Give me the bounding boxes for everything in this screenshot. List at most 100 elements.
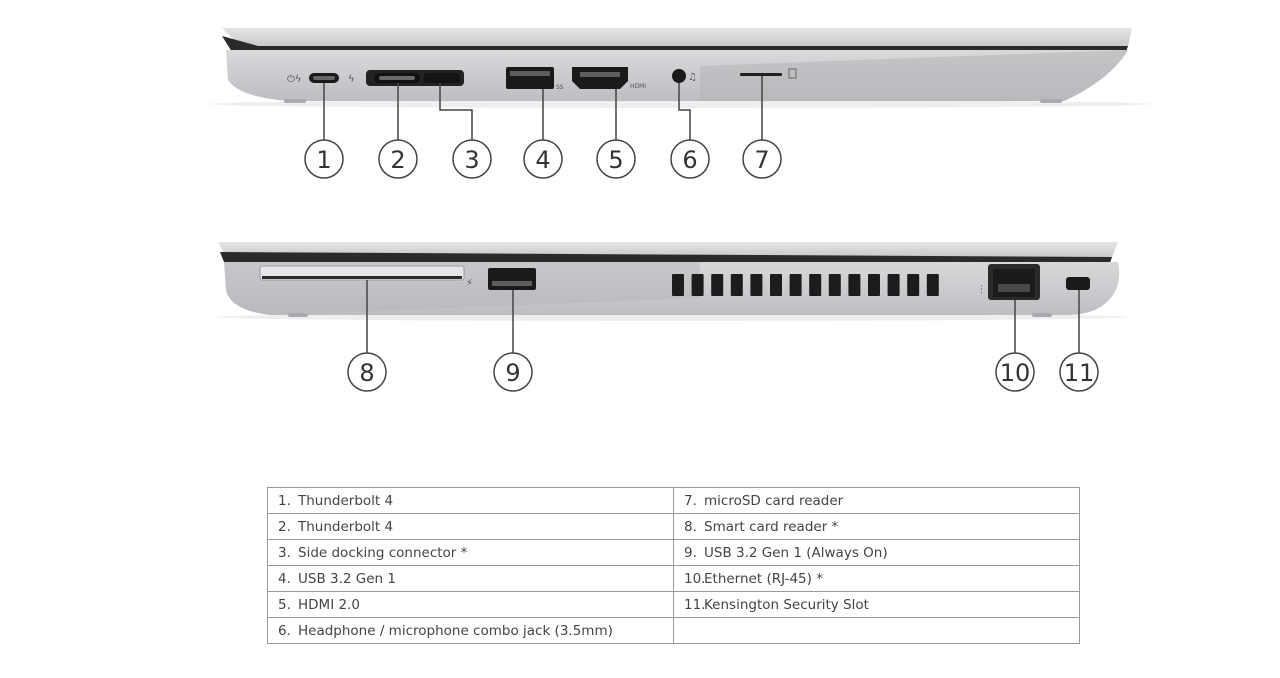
left-side-view: ⏻ϟ ϟ SS HDMI ♫ (210, 28, 1150, 108)
svg-text:7: 7 (754, 146, 769, 174)
table-cell: 4. USB 3.2 Gen 1 (267, 565, 674, 592)
item-label: HDMI 2.0 (298, 596, 360, 613)
vent-slot (926, 274, 939, 296)
item-number: 11. (684, 596, 706, 613)
callout-8: 8 (347, 352, 387, 392)
callout-lines (323, 76, 1080, 353)
right-side-view: ⚡ ⋮ (217, 242, 1127, 321)
side-docking-connector (424, 73, 460, 83)
item-label: Thunderbolt 4 (298, 518, 394, 535)
table-cell: 5. HDMI 2.0 (267, 591, 674, 618)
item-number: 3. (278, 544, 291, 561)
item-label: Headphone / microphone combo jack (3.5mm… (298, 622, 613, 639)
vent-slot (672, 274, 684, 296)
item-label: microSD card reader (704, 492, 844, 509)
hdmi-port: HDMI (572, 67, 646, 90)
vent-slot (868, 274, 880, 296)
callout-2: 2 (378, 139, 418, 179)
item-number: 10. (684, 570, 706, 587)
vent-slot (907, 274, 920, 296)
item-number: 8. (684, 518, 697, 535)
item-label: Thunderbolt 4 (298, 492, 394, 509)
table-row: 5. HDMI 2.0 11.Kensington Security Slot (267, 591, 1080, 618)
svg-text:10: 10 (1000, 359, 1031, 387)
table-row: 6. Headphone / microphone combo jack (3.5… (267, 617, 1080, 644)
vent-slot (887, 274, 900, 296)
item-label: Side docking connector * (298, 544, 468, 561)
laptop-side-views-diagram: ⏻ϟ ϟ SS HDMI ♫ (210, 28, 1150, 392)
network-icon: ⋮ (977, 285, 986, 295)
hdmi-label: HDMI (630, 83, 646, 90)
usb-power-icon: ⚡ (466, 278, 473, 289)
callout-5: 5 (596, 139, 636, 179)
table-cell: 7. microSD card reader (673, 487, 1080, 514)
callout-11: 11 (1059, 352, 1099, 392)
headphone-icon: ♫ (688, 72, 697, 83)
svg-text:1: 1 (316, 146, 331, 174)
vent-slot (730, 274, 743, 296)
usb-c-power-port: ⏻ϟ (287, 73, 339, 85)
table-cell (673, 617, 1080, 644)
item-number: 4. (278, 570, 291, 587)
table-cell: 8. Smart card reader * (673, 513, 1080, 540)
table-cell: 2. Thunderbolt 4 (267, 513, 674, 540)
audio-jack: ♫ (672, 69, 697, 83)
vent-slot (809, 274, 822, 296)
callout-4: 4 (523, 139, 563, 179)
svg-text:5: 5 (608, 146, 623, 174)
thunderbolt-icon: ϟ (348, 74, 355, 85)
item-label: Smart card reader * (704, 518, 839, 535)
callout-10: 10 (995, 352, 1035, 392)
vent-slot (770, 274, 782, 296)
vent-slot (711, 274, 724, 296)
svg-text:2: 2 (390, 146, 405, 174)
item-number: 5. (278, 596, 291, 613)
power-bolt-icon: ⏻ϟ (287, 74, 302, 85)
item-label: USB 3.2 Gen 1 (298, 570, 396, 587)
svg-text:8: 8 (359, 359, 374, 387)
table-cell: 1. Thunderbolt 4 (267, 487, 674, 514)
svg-text:11: 11 (1064, 359, 1095, 387)
vent-slot (828, 274, 841, 296)
cooling-vents (672, 274, 939, 296)
usb-a-port: SS (506, 67, 564, 91)
vent-slot (848, 274, 861, 296)
callout-6: 6 (670, 139, 710, 179)
microsd-slot (740, 68, 797, 79)
item-number: 7. (684, 492, 697, 509)
callout-9: 9 (493, 352, 533, 392)
item-label: USB 3.2 Gen 1 (Always On) (704, 544, 888, 561)
vent-slot (750, 274, 763, 296)
ss-label: SS (556, 84, 564, 91)
table-cell: 6. Headphone / microphone combo jack (3.5… (267, 617, 674, 644)
smart-card-slot (259, 265, 465, 281)
table-cell: 3. Side docking connector * (267, 539, 674, 566)
table-cell: 10.Ethernet (RJ-45) * (673, 565, 1080, 592)
item-number: 1. (278, 492, 291, 509)
kensington-slot (1066, 277, 1090, 290)
svg-text:3: 3 (464, 146, 479, 174)
vent-slot (789, 274, 802, 296)
callout-3: 3 (452, 139, 492, 179)
sd-card-icon (788, 68, 797, 79)
table-cell: 11.Kensington Security Slot (673, 591, 1080, 618)
svg-text:4: 4 (535, 146, 550, 174)
table-row: 3. Side docking connector * 9. USB 3.2 Gen … (267, 539, 1080, 566)
table-cell: 9. USB 3.2 Gen 1 (Always On) (673, 539, 1080, 566)
svg-text:9: 9 (505, 359, 520, 387)
callout-1: 1 (304, 139, 344, 179)
ethernet-port: ⋮ (977, 264, 1040, 300)
usb-a-always-on-port: ⚡ (466, 268, 536, 290)
callout-7: 7 (742, 139, 782, 179)
table-row: 1. Thunderbolt 4 7. microSD card reader (267, 487, 1080, 514)
item-label: Kensington Security Slot (704, 596, 869, 613)
item-number: 2. (278, 518, 291, 535)
table-row: 2. Thunderbolt 4 8. Smart card reader * (267, 513, 1080, 540)
item-label: Ethernet (RJ-45) * (704, 570, 823, 587)
ports-legend-table: 1. Thunderbolt 4 7. microSD card reader 2. Th… (267, 487, 1080, 644)
svg-text:6: 6 (682, 146, 697, 174)
table-row: 4. USB 3.2 Gen 1 10.Ethernet (RJ-45) * (267, 565, 1080, 592)
item-number: 6. (278, 622, 291, 639)
item-number: 9. (684, 544, 697, 561)
vent-slot (691, 274, 704, 296)
